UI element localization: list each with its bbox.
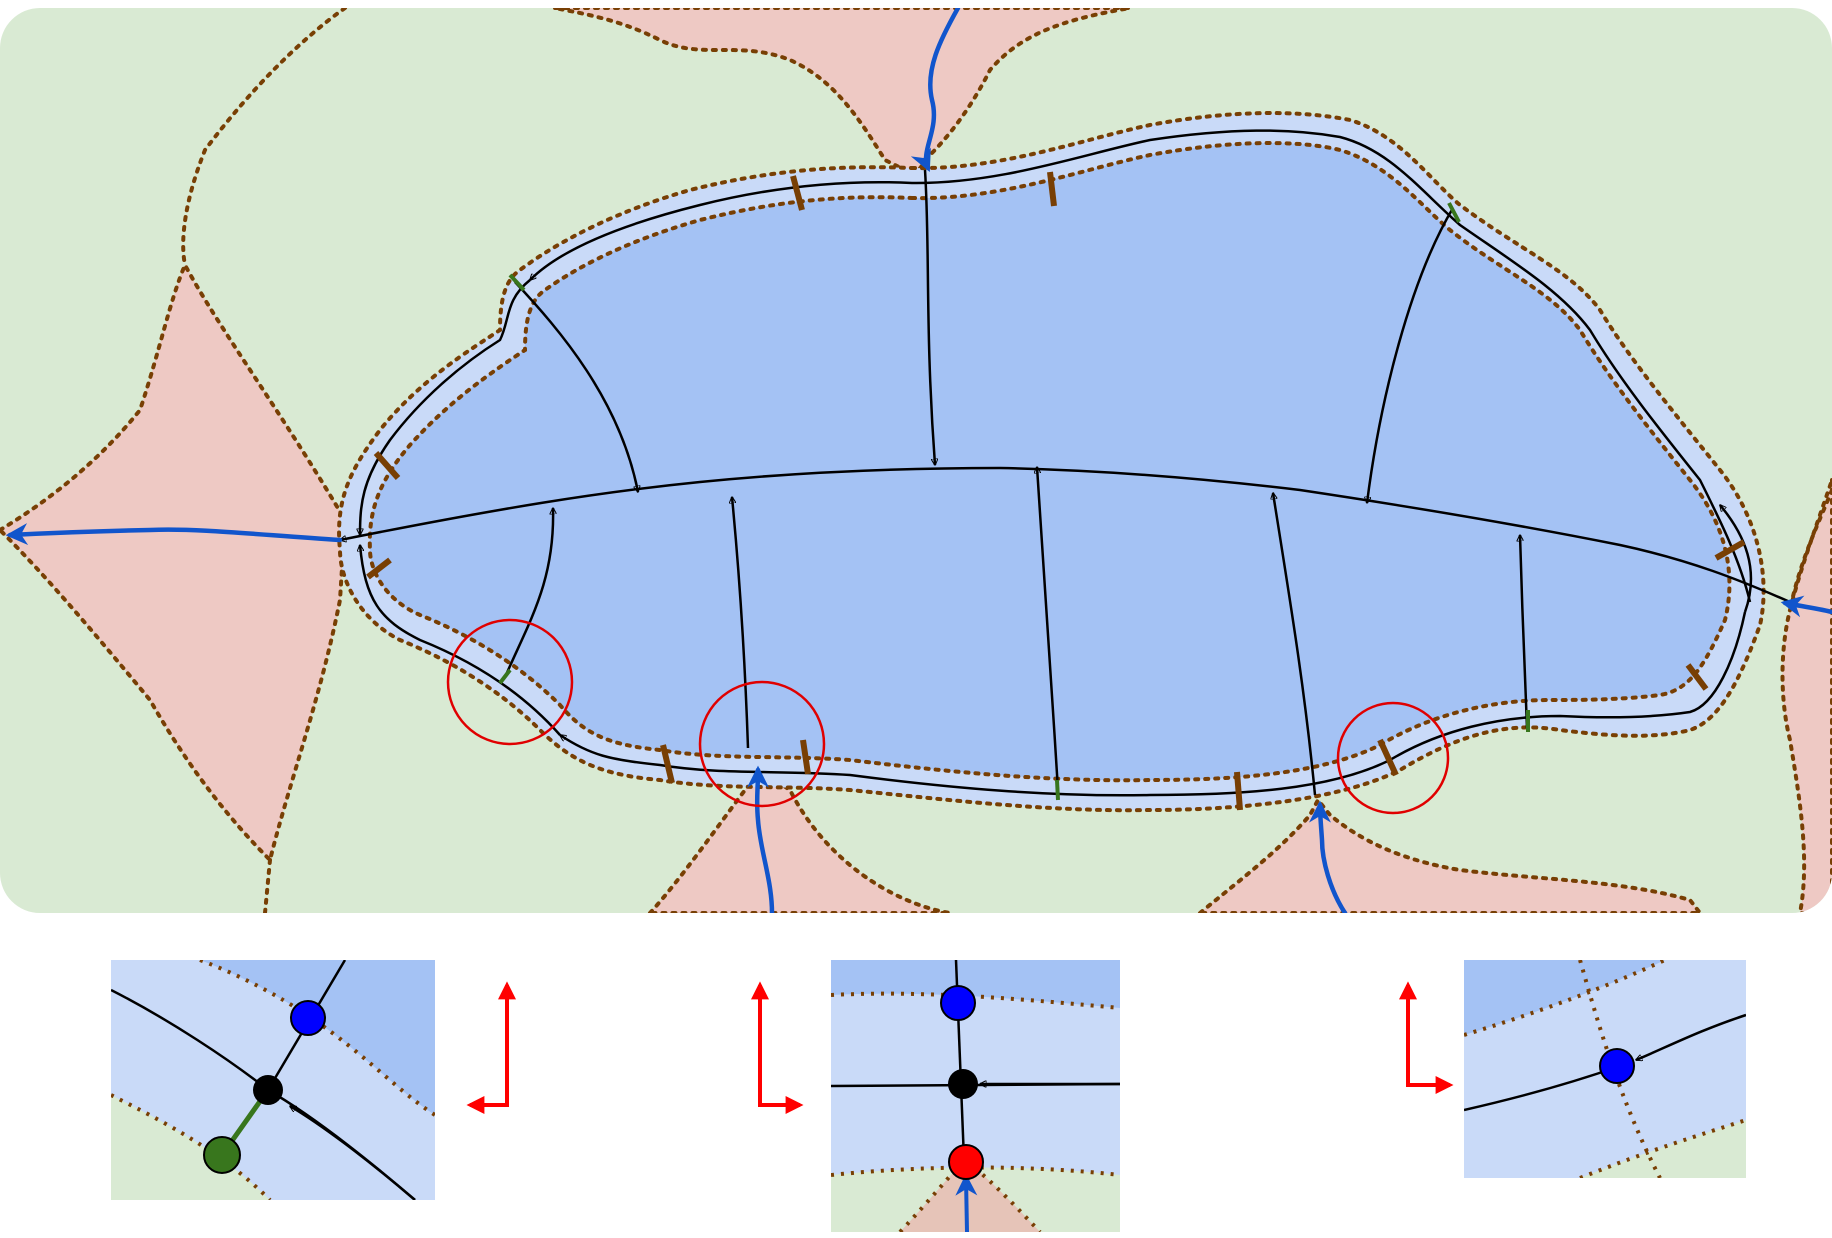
main-map [0, 8, 1832, 913]
brown-ticks [366, 171, 1746, 811]
node-black [948, 1069, 978, 1099]
watershed-west [0, 260, 348, 864]
node-blue [290, 1000, 326, 1036]
river-inflow-east [1780, 595, 1832, 618]
land-boundaries [181, 8, 1832, 913]
highlight-circle-3 [1336, 701, 1450, 815]
green-ticks [498, 202, 1530, 801]
inset-left [111, 960, 435, 1200]
river-inflow-north [910, 8, 961, 173]
highlight-circles [446, 618, 1450, 815]
node-green [203, 1136, 241, 1174]
perimeter-southwest [360, 545, 561, 736]
node-red [948, 1144, 984, 1180]
river-outflow-west [5, 523, 343, 546]
central-trunk [340, 466, 1791, 604]
perimeter-east [1720, 505, 1753, 613]
highlight-circle-2 [698, 680, 826, 808]
watershed-regions [0, 8, 1832, 913]
rivers [5, 8, 1832, 913]
node-black [253, 1075, 283, 1105]
perimeter-west [360, 279, 531, 535]
watershed-north [554, 8, 1131, 178]
inset-right [1464, 960, 1746, 1178]
watershed-south-1 [645, 767, 951, 913]
tributaries [504, 169, 1529, 796]
watershed-south-2 [1194, 796, 1705, 913]
turn-arrow-right [1406, 985, 1454, 1094]
turn-arrow-left [466, 985, 509, 1114]
river-inflow-south-1 [746, 765, 775, 913]
turn-arrow-center [758, 985, 804, 1114]
node-blue [940, 985, 976, 1021]
highlight-circle-1 [446, 618, 574, 746]
lake-boundaries [337, 111, 1766, 813]
node-blue [1599, 1048, 1635, 1084]
inset-center [831, 960, 1120, 1232]
watershed-east [1780, 479, 1832, 913]
lake-interior [369, 143, 1730, 781]
river-inflow-south-2 [1309, 800, 1348, 913]
perimeter-north [530, 129, 1752, 603]
